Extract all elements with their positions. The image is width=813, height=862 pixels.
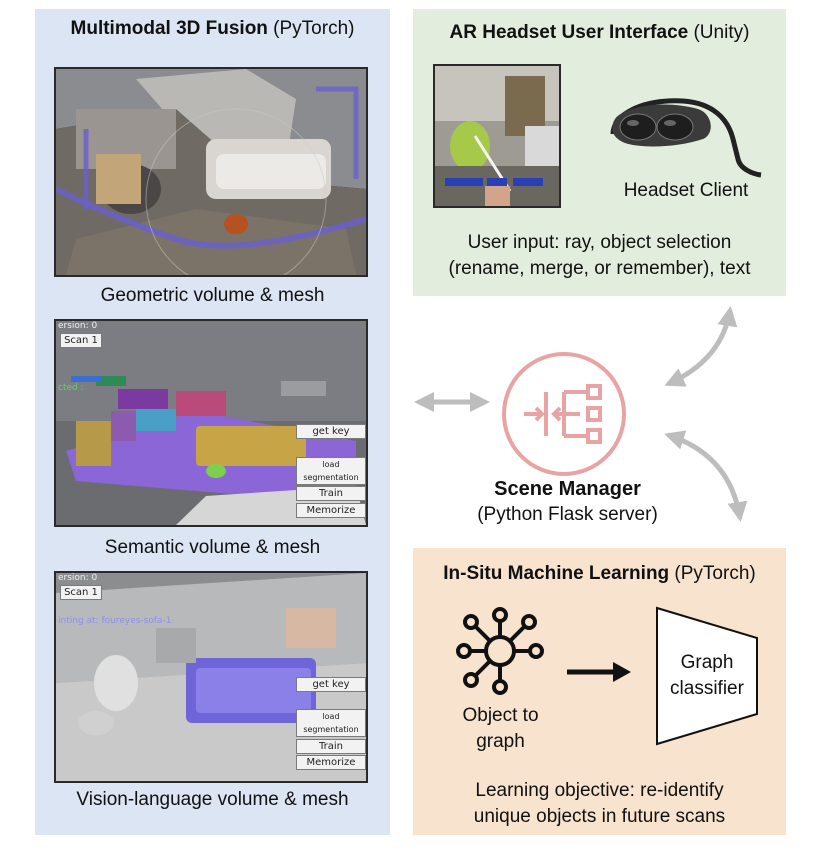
graph-icon <box>455 606 545 696</box>
double-arrow-icon <box>664 306 738 387</box>
panel-title: In-Situ Machine Learning (PyTorch) <box>443 563 756 584</box>
load-segmentation-button[interactable]: load segmentation <box>296 457 366 485</box>
multimodal-fusion-panel: Multimodal 3D Fusion (PyTorch) Geometric… <box>35 9 390 835</box>
arrow-right-icon <box>567 662 631 682</box>
pointing-text: inting at: foureyes-sofa-1 <box>58 616 172 626</box>
version-text: ersion: 0 <box>58 573 98 583</box>
memorize-button[interactable]: Memorize <box>296 755 366 770</box>
semantic-caption: Semantic volume & mesh <box>104 537 321 558</box>
connection-arrows <box>414 306 748 522</box>
version-text: ersion: 0 <box>58 321 98 331</box>
scene-manager-subtitle: (Python Flask server) <box>477 504 658 525</box>
get-key-button[interactable]: get key <box>296 424 366 439</box>
semantic-mesh-image: ersion: 0 Scan 1 cted : get key load seg… <box>54 319 368 527</box>
train-button[interactable]: Train <box>296 486 366 501</box>
scan-button[interactable]: Scan 1 <box>60 585 102 600</box>
panel-title: AR Headset User Interface (Unity) <box>449 22 750 43</box>
headset-icon <box>603 79 763 179</box>
graph-classifier-label: Graph classifier <box>670 652 744 699</box>
geometric-mesh-image <box>54 67 368 277</box>
machine-learning-panel: In-Situ Machine Learning (PyTorch) <box>413 548 786 835</box>
ar-description: User input: ray, object selection (renam… <box>448 232 751 279</box>
selected-text: cted : <box>58 383 84 393</box>
ar-headset-panel: AR Headset User Interface (Unity) Headse… <box>413 9 786 296</box>
vision-language-caption: Vision-language volume & mesh <box>76 789 349 810</box>
object-to-graph-label: Object to graph <box>462 705 539 752</box>
train-button[interactable]: Train <box>296 739 366 754</box>
ar-view-image <box>433 64 561 208</box>
scan-button[interactable]: Scan 1 <box>60 333 102 348</box>
load-segmentation-button[interactable]: load segmentation <box>296 709 366 737</box>
geometric-caption: Geometric volume & mesh <box>100 285 325 306</box>
headset-client-label: Headset Client <box>623 180 749 201</box>
scene-manager-title: Scene Manager <box>494 478 641 500</box>
get-key-button[interactable]: get key <box>296 677 366 692</box>
panel-title: Multimodal 3D Fusion (PyTorch) <box>70 18 355 39</box>
graph-classifier-shape <box>656 606 758 746</box>
learning-objective: Learning objective: re-identify unique o… <box>473 780 726 827</box>
vision-language-mesh-image: ersion: 0 Scan 1 inting at: foureyes-sof… <box>54 571 368 783</box>
double-arrow-icon <box>664 430 748 522</box>
scene-manager-icon <box>500 350 628 478</box>
memorize-button[interactable]: Memorize <box>296 503 366 518</box>
